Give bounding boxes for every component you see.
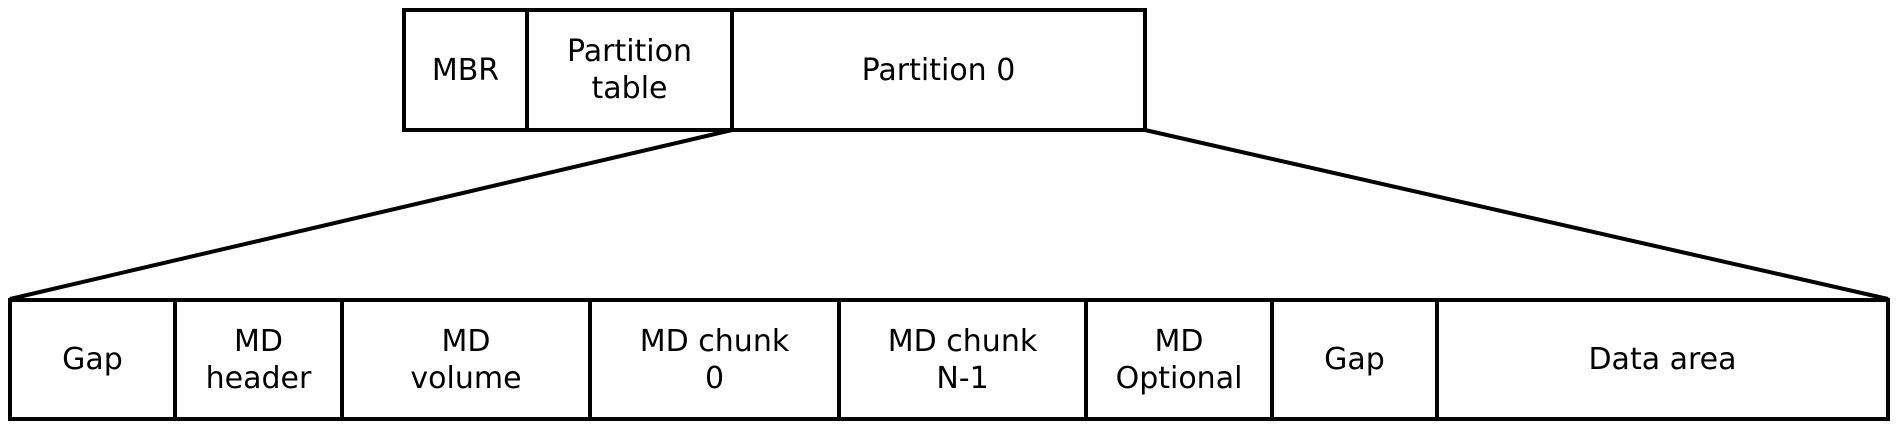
box-partition-0: Partition 0 (861, 52, 1016, 88)
expansion-line-left (9, 128, 733, 301)
expansion-line-right (1144, 128, 1889, 301)
box-md-chunk-n-1: MD chunk N-1 (841, 302, 1088, 417)
box-md-header: MD header (177, 302, 344, 417)
box-data-area: Data area (1588, 342, 1737, 377)
box-partition-table: Partition table (529, 12, 734, 128)
box-mbr: MBR (406, 12, 529, 128)
partition-row: Gap MD header MD volume MD chunk 0 MD ch… (8, 298, 1890, 421)
box-gap-right: Gap (1274, 302, 1439, 417)
box-gap-left: Gap (12, 302, 177, 417)
disk-row: MBR Partition table Partition 0 (402, 8, 1147, 132)
box-md-chunk-0: MD chunk 0 (592, 302, 841, 417)
box-md-optional: MD Optional (1088, 302, 1274, 417)
box-md-volume: MD volume (344, 302, 592, 417)
